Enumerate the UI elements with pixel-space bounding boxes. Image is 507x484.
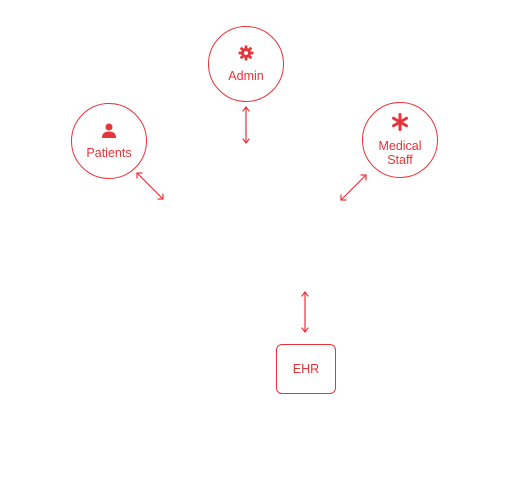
medical-staff-label-line1: Medical bbox=[378, 139, 422, 153]
asterisk-icon bbox=[391, 113, 409, 136]
admin-connector-arrow bbox=[242, 106, 250, 144]
ehr-connector-arrow bbox=[301, 291, 309, 333]
ehr-node[interactable]: EHR bbox=[276, 344, 336, 394]
admin-node[interactable]: Admin bbox=[208, 26, 284, 102]
patients-connector-arrow bbox=[136, 172, 164, 200]
medical-staff-label-line2: Staff bbox=[387, 153, 413, 167]
gear-icon bbox=[238, 45, 254, 66]
patients-node[interactable]: Patients bbox=[71, 103, 147, 179]
ehr-label: EHR bbox=[292, 362, 320, 376]
medical-staff-connector-arrow bbox=[340, 174, 367, 201]
person-icon bbox=[101, 123, 117, 143]
medical-staff-node[interactable]: Medical Staff bbox=[362, 102, 438, 178]
admin-label: Admin bbox=[228, 69, 264, 83]
patients-label: Patients bbox=[86, 145, 132, 160]
